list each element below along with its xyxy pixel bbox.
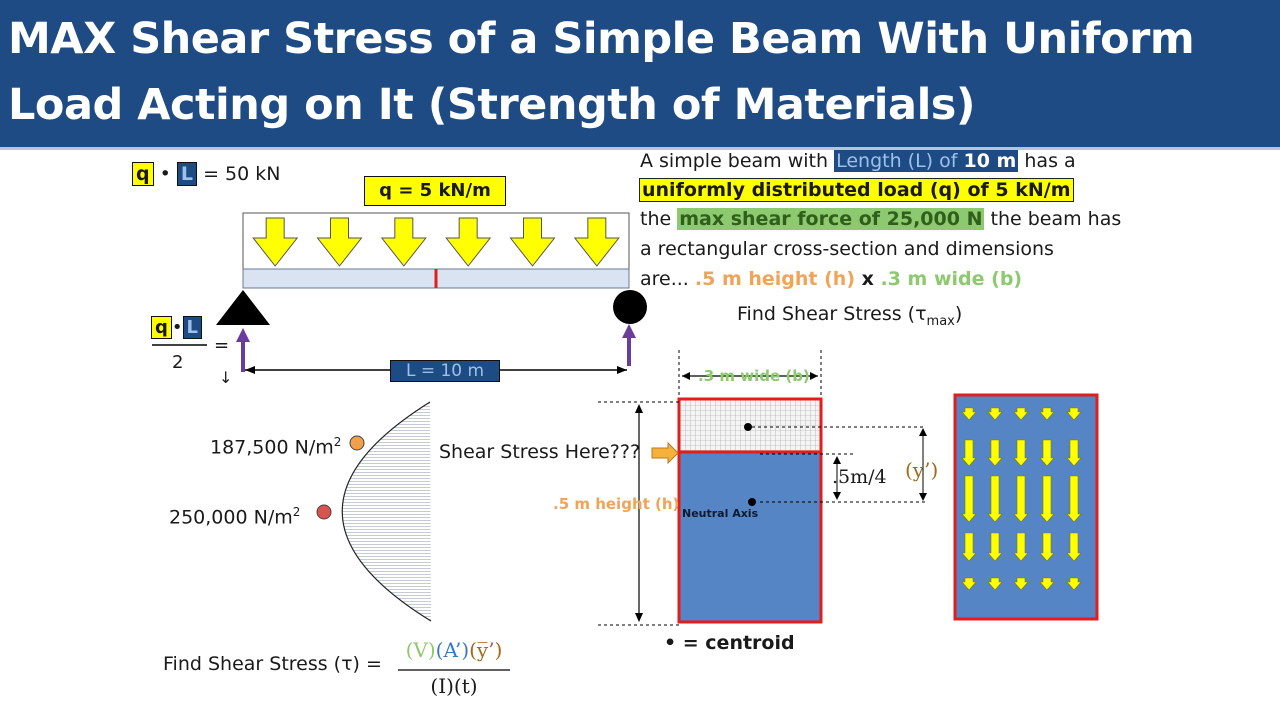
shear-flow-arrow <box>987 475 1003 523</box>
section-width-label: .3 m wide (b) <box>698 367 810 385</box>
centroid-section <box>748 498 756 506</box>
reaction-equals: = <box>214 335 230 356</box>
load-arrow <box>445 217 492 267</box>
shear-flow-arrow <box>1066 577 1082 591</box>
centroid-top-area <box>744 423 752 431</box>
shear-flow-arrow <box>1039 439 1055 467</box>
problem-line-3: the max shear force of 25,000 N the beam… <box>640 208 1122 230</box>
shear-flow-arrow <box>1013 407 1029 421</box>
shear-flow-arrow <box>1039 407 1055 421</box>
parabolic-stress-curve <box>341 401 432 622</box>
right-reaction-arrowhead <box>622 324 636 338</box>
problem-line-2: uniformly distributed load (q) of 5 kN/m <box>639 176 1074 205</box>
shear-flow-arrow <box>987 407 1003 421</box>
stress-label-lower: 250,000 N/m2 <box>169 505 301 529</box>
shear-flow-arrow <box>987 439 1003 467</box>
page-title: MAX Shear Stress of a Simple Beam With U… <box>8 14 1195 130</box>
banner-divider <box>0 147 1280 150</box>
shear-flow-arrow <box>1039 475 1055 523</box>
load-highlight: uniformly distributed load (q) of 5 kN/m <box>639 178 1074 202</box>
load-arrow <box>316 217 363 267</box>
shear-flow-arrow <box>1013 475 1029 523</box>
pin-support <box>216 290 270 325</box>
problem-line-4: a rectangular cross-section and dimensio… <box>640 238 1054 260</box>
shear-flow-arrow <box>1066 407 1082 421</box>
shear-flow-arrow <box>987 532 1003 562</box>
shear-flow-arrow <box>1066 475 1082 523</box>
load-arrow <box>509 217 556 267</box>
shear-flow-arrow <box>961 577 977 591</box>
shear-flow-arrows <box>961 407 1082 591</box>
load-intensity-label: q = 5 kN/m <box>364 176 506 206</box>
formula-label: Find Shear Stress (τ) = <box>163 653 382 675</box>
distributed-load-region <box>242 212 630 270</box>
stress-point-187500 <box>349 435 365 451</box>
load-arrow <box>380 217 427 267</box>
shear-distribution-area <box>342 402 431 621</box>
length-highlight: Length (L) of 10 m <box>834 150 1019 172</box>
reaction-numerator: q•L <box>151 316 202 340</box>
shear-flow-arrow <box>961 532 977 562</box>
left-reaction-arrowhead <box>236 328 250 342</box>
problem-line-5: are... .5 m height (h) x .3 m wide (b) <box>640 268 1023 290</box>
formula-numerator: (V)(A’)(y̅’) <box>405 638 503 662</box>
roller-support <box>613 290 647 324</box>
load-arrow <box>573 217 620 267</box>
stress-label-upper: 187,500 N/m2 <box>210 435 342 459</box>
find-tau-max: Find Shear Stress (τmax) <box>737 303 963 329</box>
shear-flow-arrow <box>961 475 977 523</box>
shear-flow-arrow <box>1013 577 1029 591</box>
shear-flow-arrow <box>961 439 977 467</box>
problem-line-1: A simple beam with Length (L) of 10 m ha… <box>640 150 1076 172</box>
y-prime-label: (y’) <box>905 458 939 482</box>
load-arrows <box>252 217 620 267</box>
section-height-label: .5 m height (h) <box>553 495 680 513</box>
centroid-legend: • = centroid <box>664 632 795 654</box>
formula-denominator: (I)(t) <box>430 674 478 698</box>
down-arrow-icon: ↓ <box>219 368 233 387</box>
shear-flow-arrow <box>1039 532 1055 562</box>
shear-location-arrow <box>651 441 679 465</box>
q-times-l: q • L = 50 kN <box>132 160 280 189</box>
title-banner <box>0 0 1280 147</box>
neutral-axis-label: Neutral Axis <box>682 507 759 520</box>
shear-flow-arrow <box>1066 532 1082 562</box>
shear-flow-arrow <box>987 577 1003 591</box>
quarter-height-label: .5m/4 <box>832 466 887 488</box>
reaction-denominator: 2 <box>172 352 184 373</box>
shear-flow-arrow <box>1013 439 1029 467</box>
shear-flow-arrow <box>1039 577 1055 591</box>
length-label: L = 10 m <box>390 360 500 382</box>
shear-flow-arrow <box>1066 439 1082 467</box>
shear-force-highlight: max shear force of 25,000 N <box>677 208 985 230</box>
shear-question-label: Shear Stress Here??? <box>439 441 641 463</box>
stress-point-250000 <box>316 504 332 520</box>
load-arrow <box>252 217 299 267</box>
shear-flow-arrow <box>1013 532 1029 562</box>
shear-flow-arrow <box>961 407 977 421</box>
